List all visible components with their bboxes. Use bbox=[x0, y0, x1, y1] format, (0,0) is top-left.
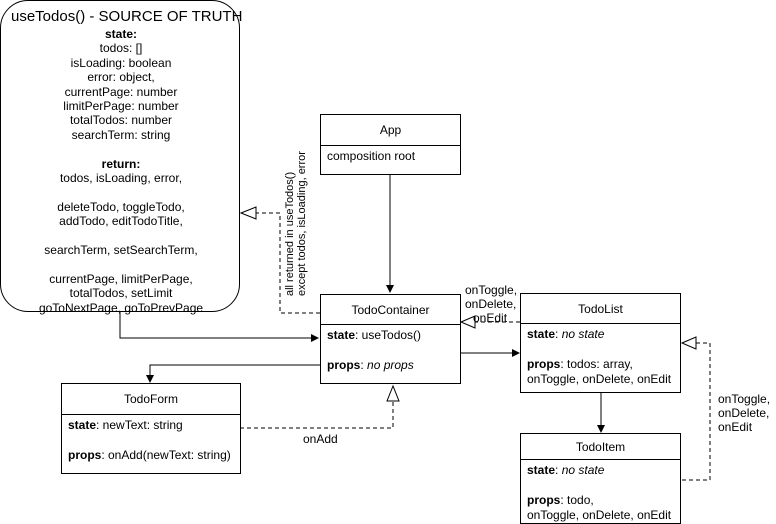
spacer bbox=[68, 433, 234, 448]
todo-item-props: props: todo, bbox=[527, 493, 594, 507]
hook-state-line: isLoading: boolean bbox=[70, 55, 172, 70]
item-to-list-dashed bbox=[682, 342, 711, 481]
callback-label: onToggle, bbox=[718, 392, 771, 406]
spacer bbox=[327, 343, 454, 358]
hook-state-line: currentPage: number bbox=[64, 84, 178, 99]
todo-item-title: TodoItem bbox=[521, 434, 680, 460]
todo-item-state: state: no state bbox=[527, 463, 605, 477]
hook-state-line: limitPerPage: number bbox=[63, 99, 179, 114]
hook-state-line: error: object, bbox=[87, 70, 155, 85]
hook-to-container-arrow bbox=[119, 312, 319, 342]
spacer bbox=[1, 257, 241, 271]
hook-return-line: deleteTodo, toggleTodo, bbox=[57, 199, 185, 214]
todo-item-box: TodoItem state: no state props: todo, on… bbox=[520, 433, 681, 524]
app-body: composition root bbox=[321, 146, 460, 164]
hook-state-line: totalTodos: number bbox=[69, 113, 173, 128]
callback-label: onDelete, bbox=[465, 297, 517, 311]
hook-return-header: return: bbox=[101, 156, 141, 171]
callback-label: onToggle, bbox=[465, 283, 518, 297]
todo-container-state: state: useTodos() bbox=[327, 328, 422, 342]
hook-return-line: goToNextPage, goToPrevPage bbox=[38, 300, 204, 315]
hook-return-line: addTodo, editTodoTitle, bbox=[59, 214, 183, 229]
hook-return-line: totalTodos, setLimit bbox=[69, 286, 173, 301]
hook-state-line: todos: [] bbox=[99, 41, 143, 56]
todo-item-body: state: no state props: todo, onToggle, o… bbox=[521, 460, 680, 523]
callback-label: onDelete, bbox=[718, 406, 770, 420]
use-todos-hook: useTodos() - SOURCE OF TRUTH state: todo… bbox=[0, 0, 243, 315]
todo-form-state: state: newText: string bbox=[68, 418, 183, 432]
todo-list-state: state: no state bbox=[527, 327, 605, 341]
todo-form-title: TodoForm bbox=[62, 384, 240, 415]
hook-state-line: searchTerm: string bbox=[71, 127, 171, 142]
app-title: App bbox=[321, 115, 460, 146]
edge-label-except: except todos, isLoading, error bbox=[296, 151, 308, 296]
hook-title: useTodos() - SOURCE OF TRUTH bbox=[11, 8, 243, 25]
spacer bbox=[1, 229, 241, 243]
hook-return-line: todos, isLoading, error, bbox=[59, 171, 183, 186]
app-box: App composition root bbox=[320, 114, 461, 175]
hook-state-header: state: bbox=[104, 27, 137, 41]
todo-form-body: state: newText: string props: onAdd(newT… bbox=[62, 415, 240, 463]
callback-label: onEdit bbox=[473, 311, 508, 325]
todo-list-box: TodoList state: no state props: todos: a… bbox=[520, 293, 681, 393]
form-to-container-dashed bbox=[240, 402, 394, 429]
hook-hollow-arrowhead bbox=[239, 206, 257, 220]
hook-return-line: searchTerm, setSearchTerm, bbox=[44, 243, 198, 258]
edge-label-item-callbacks: onToggle, onDelete, onEdit bbox=[718, 392, 770, 434]
container-hollow-arrowhead-right bbox=[459, 315, 476, 329]
todo-form-box: TodoForm state: newText: string props: o… bbox=[61, 383, 241, 474]
container-hollow-arrowhead-bottom bbox=[386, 384, 400, 402]
spacer bbox=[1, 185, 241, 199]
callback-label: onEdit bbox=[718, 420, 753, 434]
spacer bbox=[527, 478, 674, 493]
hook-return-line: currentPage, limitPerPage, bbox=[49, 271, 193, 286]
spacer bbox=[1, 142, 241, 156]
todo-container-title: TodoContainer bbox=[321, 295, 460, 325]
todo-list-body: state: no state props: todos: array, onT… bbox=[521, 324, 680, 387]
edge-label-list-callbacks: onToggle, onDelete, onEdit bbox=[465, 283, 517, 325]
todo-list-props: props: todos: array, bbox=[527, 357, 633, 371]
todo-list-title: TodoList bbox=[521, 294, 680, 324]
container-to-form-arrow bbox=[146, 364, 320, 383]
todo-container-box: TodoContainer state: useTodos() props: n… bbox=[320, 294, 461, 384]
hook-content: state: todos: [] isLoading: boolean erro… bbox=[1, 27, 241, 315]
spacer bbox=[527, 342, 674, 357]
app-body-text: composition root bbox=[327, 149, 416, 163]
todo-container-props: props: no props bbox=[327, 358, 414, 372]
list-hollow-arrowhead bbox=[680, 336, 697, 350]
todo-container-body: state: useTodos() props: no props bbox=[321, 325, 460, 373]
todo-item-props-cont: onToggle, onDelete, onEdit bbox=[527, 508, 672, 522]
todo-list-props-cont: onToggle, onDelete, onEdit bbox=[527, 372, 672, 386]
edge-label-on-add: onAdd bbox=[303, 432, 338, 446]
todo-form-props: props: onAdd(newText: string) bbox=[68, 448, 231, 462]
